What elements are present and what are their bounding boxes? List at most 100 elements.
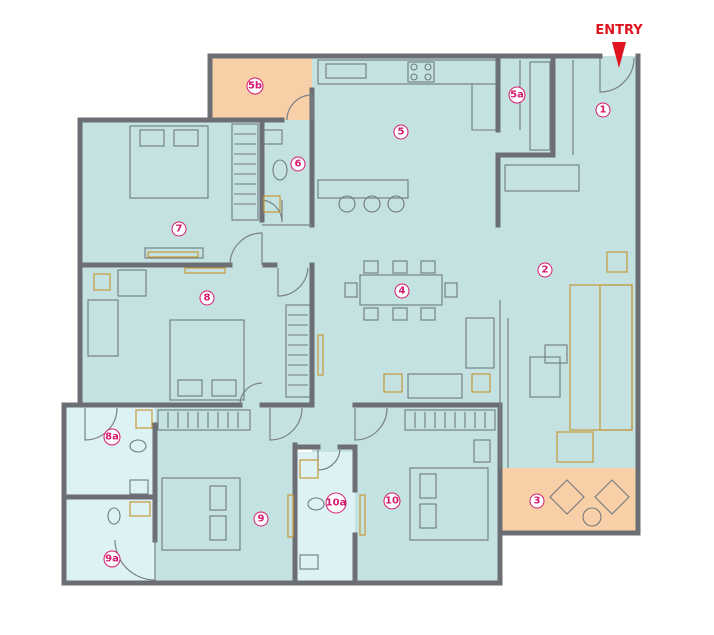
armchair xyxy=(556,431,594,463)
stove-burner-icon xyxy=(424,73,432,81)
room-label-10a: 10a xyxy=(325,492,347,514)
tv-10 xyxy=(359,494,366,536)
stove-burner-icon xyxy=(424,63,432,71)
balcony-chair-icon xyxy=(594,479,630,515)
bath9a-sink xyxy=(129,501,151,517)
nightstand-10 xyxy=(473,439,491,463)
balcony-chair-icon xyxy=(549,479,585,515)
door-5b xyxy=(286,94,313,121)
toilet-icon xyxy=(272,159,288,181)
dining-chair-icon xyxy=(420,307,436,321)
tv-unit xyxy=(465,317,495,369)
rug-icon xyxy=(544,344,568,364)
entry-label: ENTRY xyxy=(595,23,643,38)
svg-text:5a: 5a xyxy=(510,90,524,101)
dining-chair-icon xyxy=(392,307,408,321)
bed-7 xyxy=(129,125,209,199)
bar-stool-icon xyxy=(363,195,381,213)
door-bath6 xyxy=(261,199,283,223)
svg-text:9a: 9a xyxy=(105,554,119,565)
sofa-small xyxy=(407,373,463,399)
side-table xyxy=(471,373,491,393)
doors xyxy=(84,57,635,581)
door-bedroom-7 xyxy=(229,232,263,266)
dining-chair-icon xyxy=(392,260,408,274)
furniture xyxy=(87,59,633,570)
svg-text:5b: 5b xyxy=(248,81,262,92)
room-label-1: 1 xyxy=(595,102,611,118)
pillow-icon xyxy=(209,515,227,541)
svg-text:8a: 8a xyxy=(105,432,119,443)
svg-text:4: 4 xyxy=(399,286,406,297)
walls xyxy=(61,53,641,586)
dresser-8 xyxy=(184,267,226,274)
nightstand xyxy=(93,273,111,291)
svg-text:2: 2 xyxy=(542,265,549,276)
closet-8-hatch xyxy=(288,314,308,386)
bath6-sink xyxy=(263,129,283,145)
dining-chair-icon xyxy=(420,260,436,274)
lamp-table xyxy=(606,251,628,273)
svg-text:7: 7 xyxy=(176,224,183,235)
room-label-8: 8 xyxy=(199,290,215,306)
tv-8 xyxy=(317,334,324,376)
bath8a-sink xyxy=(129,479,149,495)
floor-bath-10a xyxy=(295,452,355,583)
room-label-5b: 5b xyxy=(246,77,264,95)
svg-text:8: 8 xyxy=(204,293,211,304)
bed-10 xyxy=(409,467,489,541)
pillow-icon xyxy=(177,379,203,397)
floor-bath-9a xyxy=(66,497,155,583)
balcony-table-icon xyxy=(582,507,602,527)
desk-7 xyxy=(144,247,204,259)
door-bath-9a xyxy=(114,539,156,581)
entry-arrow-icon xyxy=(612,42,626,68)
stove-burner-icon xyxy=(410,63,418,71)
pillow-icon xyxy=(209,485,227,511)
door-bedroom-8 xyxy=(277,267,309,297)
bath8a-shower xyxy=(135,409,153,429)
bath6-shower xyxy=(263,195,281,213)
pillow-icon xyxy=(211,379,237,397)
stove-burner-icon xyxy=(410,73,418,81)
tv-9 xyxy=(287,494,294,538)
door-bath-10a xyxy=(317,446,341,471)
room-label-10: 10 xyxy=(383,492,401,510)
sectional-back xyxy=(599,284,633,431)
toilet-icon xyxy=(129,439,147,453)
bar-stool-icon xyxy=(338,195,356,213)
kitchen-counter xyxy=(317,59,497,85)
pillow-icon xyxy=(173,129,199,147)
svg-text:6: 6 xyxy=(295,159,302,170)
bar-stool-icon xyxy=(387,195,405,213)
svg-text:1: 1 xyxy=(600,105,607,116)
room-label-6: 6 xyxy=(290,156,306,172)
door-8-bottom xyxy=(239,382,263,406)
breakfast-counter xyxy=(317,179,409,199)
pillow-icon xyxy=(419,473,437,499)
room-label-4: 4 xyxy=(394,283,410,299)
closet-10 xyxy=(404,409,496,431)
floor-bedroom-9 xyxy=(155,405,295,583)
floor-fills xyxy=(66,56,638,583)
utility-shelf xyxy=(529,61,551,151)
svg-text:10: 10 xyxy=(385,496,399,507)
door-bedroom-10 xyxy=(354,407,388,441)
dresser-7 xyxy=(147,251,199,258)
closet-9 xyxy=(157,409,251,431)
door-entry xyxy=(599,57,635,93)
closet-8 xyxy=(285,304,311,398)
entry-sofa xyxy=(504,164,580,192)
stove-icon xyxy=(407,61,435,83)
room-label-9: 9 xyxy=(253,511,269,527)
sink-icon xyxy=(325,63,367,79)
toilet-icon xyxy=(307,497,325,511)
sofa-8 xyxy=(87,299,119,357)
entry-marker: ENTRY xyxy=(595,23,643,68)
svg-text:5: 5 xyxy=(398,127,405,138)
dining-chair-icon xyxy=(363,307,379,321)
svg-text:9: 9 xyxy=(258,514,265,525)
room-label-8a: 8a xyxy=(103,428,121,446)
room-label-5a: 5a xyxy=(508,86,526,104)
